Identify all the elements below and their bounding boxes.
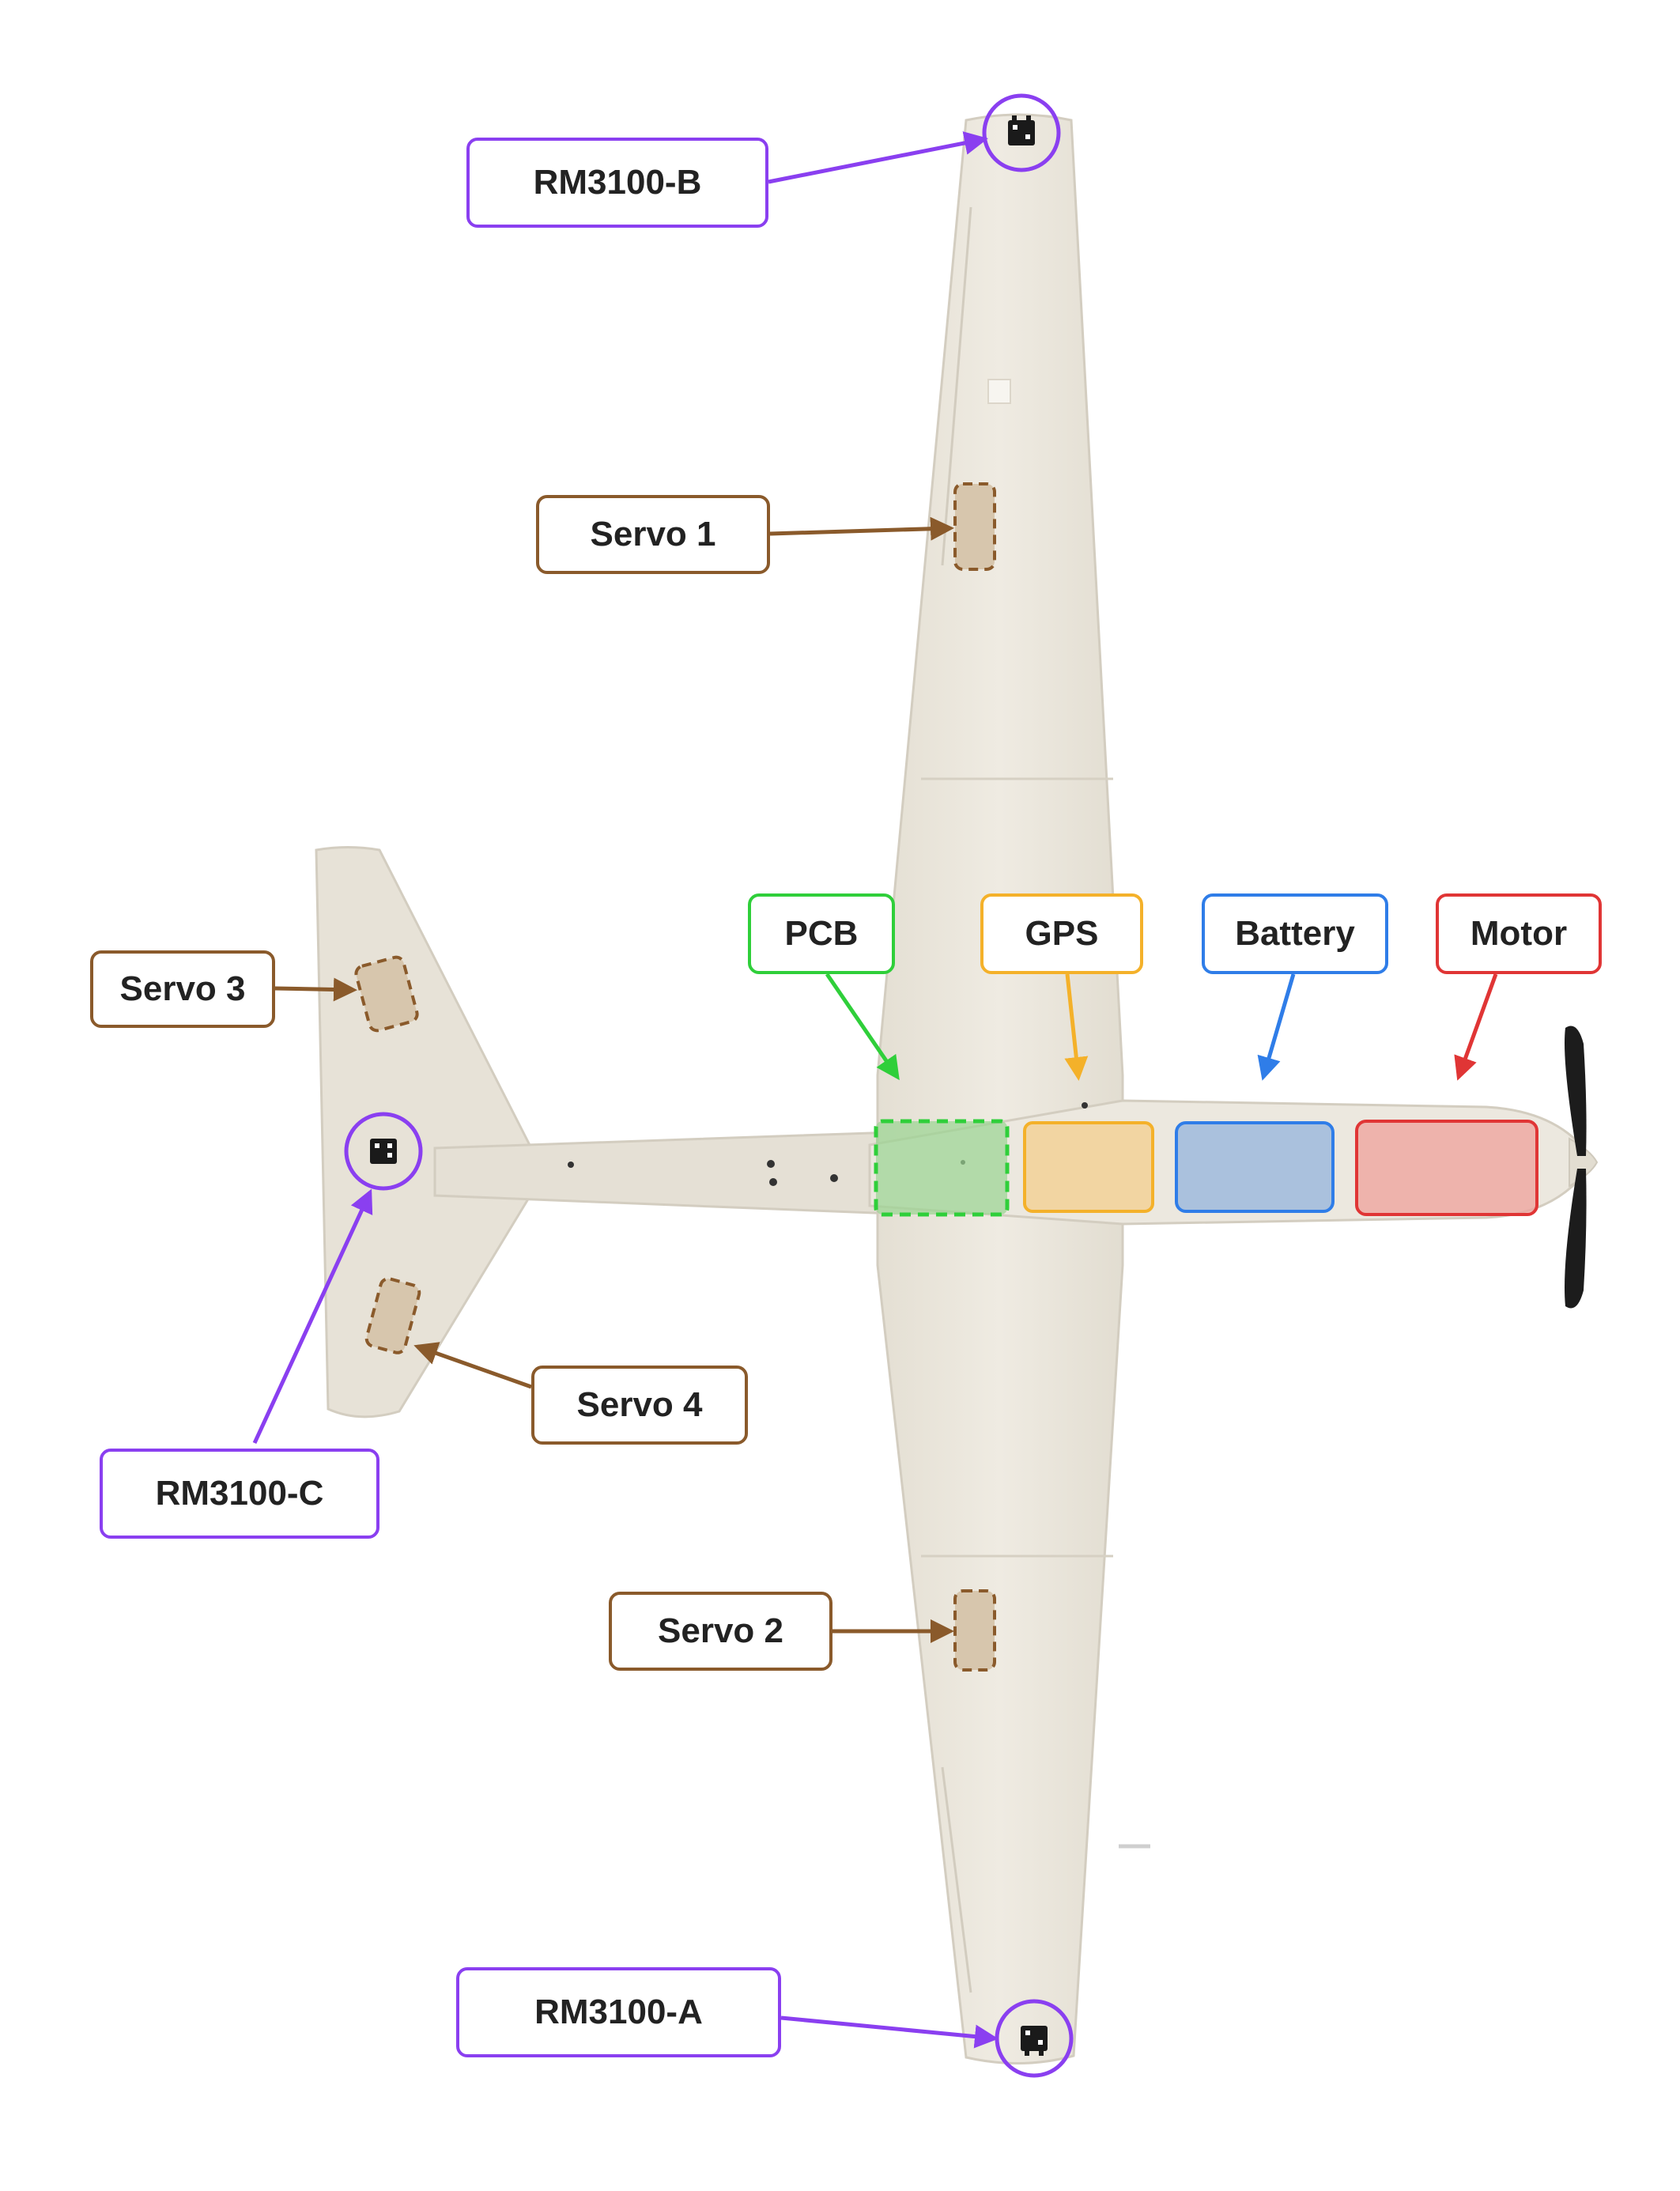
propeller-blade-top [1565, 1026, 1587, 1156]
label-servo-3: Servo 3 [90, 950, 275, 1028]
callout-arrows [252, 131, 1498, 2049]
servo-3-bay [354, 955, 419, 1033]
arrow-battery [1257, 973, 1296, 1081]
servo-2-bay [953, 1589, 996, 1672]
label-rm3100-b: RM3100-B [466, 138, 768, 228]
arrow-servo-1 [769, 516, 954, 541]
component-bays [354, 482, 1538, 1672]
label-motor: Motor [1436, 893, 1602, 974]
boom-rivet-2 [767, 1160, 775, 1168]
label-battery: Battery [1202, 893, 1388, 974]
aileron-hinge-upper [941, 206, 972, 566]
servo-1-bay [953, 482, 996, 571]
chip-icon [370, 1139, 397, 1164]
arrow-motor [1454, 973, 1498, 1081]
label-rm3100-c: RM3100-C [100, 1449, 379, 1539]
arrow-pcb [825, 973, 900, 1081]
label-servo-1: Servo 1 [536, 495, 770, 574]
aileron-hinge-lower [941, 1766, 972, 1993]
boom-rivet-4 [830, 1174, 838, 1182]
boom-rivet-1 [568, 1162, 574, 1168]
motor-bay [1355, 1120, 1538, 1216]
label-servo-2: Servo 2 [609, 1592, 832, 1671]
chip-icon [1008, 115, 1035, 145]
battery-bay [1175, 1121, 1335, 1213]
servo-4-bay [364, 1277, 421, 1354]
arrow-rm3100-a [780, 2015, 999, 2049]
propeller-blade-bottom [1565, 1169, 1587, 1309]
label-rm3100-a: RM3100-A [456, 1967, 781, 2057]
wing-patch [987, 379, 1011, 404]
boom-rivet-3 [769, 1178, 777, 1186]
arrow-rm3100-c [252, 1188, 373, 1445]
gps-bay [1023, 1121, 1154, 1213]
label-gps: GPS [980, 893, 1143, 974]
main-wing [876, 113, 1124, 2064]
wing-rivet [1082, 1102, 1088, 1109]
label-servo-4: Servo 4 [531, 1366, 748, 1445]
arrow-gps [1064, 973, 1089, 1081]
arrow-servo-3 [274, 977, 357, 1002]
tail-stabilizer [315, 846, 535, 1418]
arrow-rm3100-b [768, 131, 988, 184]
arrow-servo-4 [413, 1342, 532, 1389]
label-pcb: PCB [748, 893, 895, 974]
pcb-bay [874, 1119, 1010, 1217]
chip-icon [1021, 2026, 1048, 2056]
rm3100-c-marker [344, 1112, 423, 1191]
airframe [315, 113, 1599, 2064]
